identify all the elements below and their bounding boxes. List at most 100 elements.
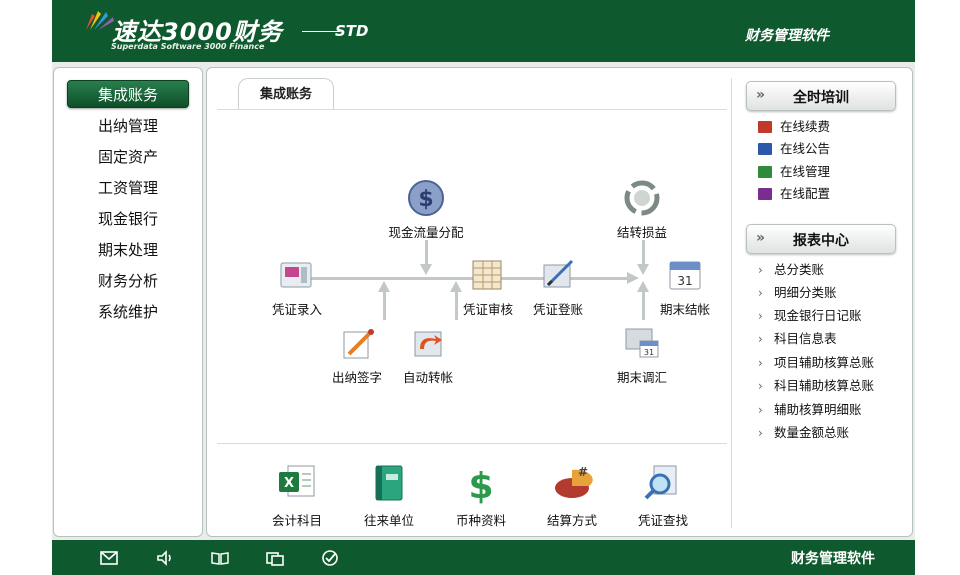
link-account-aux-ledger[interactable]: ›科目辅助核算总账 [758,376,874,396]
flow-main-line [303,277,633,280]
tool-settlement[interactable]: # 结算方式 [532,460,612,529]
sidebar-item-cashier[interactable]: 出纳管理 [97,117,158,135]
pie-chart-icon: # [555,465,593,498]
double-chevron-icon: » [756,87,766,103]
period-close-label: 期末结帐 [659,302,710,317]
tool-voucher-search[interactable]: 凭证查找 [623,460,703,529]
cashier-sign-node[interactable]: 出纳签字 [312,321,402,386]
voucher-entry-icon [280,262,312,288]
app-footer: 财务管理软件 [52,540,915,575]
edition-label: STD [335,22,369,40]
sidebar: 集成账务 出纳管理 固定资产 工资管理 现金银行 期末处理 财务分析 系统维护 [53,67,203,537]
flow-line-carry [642,240,645,268]
link-aux-detail-ledger[interactable]: ›辅助核算明细账 [758,400,862,420]
sidebar-item-period-end[interactable]: 期末处理 [97,241,158,259]
sidebar-item-financial-analysis[interactable]: 财务分析 [97,272,158,290]
app-subtitle: Superdata Software 3000 Finance [111,42,265,51]
tool-label: 往来单位 [363,513,414,528]
svg-text:#: # [578,465,588,479]
voucher-audit-label: 凭证审核 [462,302,513,317]
link-project-aux-ledger[interactable]: ›项目辅助核算总账 [758,353,874,373]
carry-profit-label: 结转损益 [616,225,667,240]
tab-integrated-accounts[interactable]: 集成账务 [238,78,334,110]
tab-underline [217,109,727,110]
dollar-coin-icon: $ [408,180,444,216]
link-subsidiary-ledger[interactable]: ›明细分类账 [758,283,837,303]
tool-contacts[interactable]: 往来单位 [349,460,429,529]
pencil-document-icon [343,329,374,359]
sidebar-item-fixed-assets[interactable]: 固定资产 [97,148,158,166]
chevron-right-icon: › [758,379,763,393]
svg-text:X: X [284,476,294,491]
flow-arrow-sign [378,281,390,292]
link-online-notice[interactable]: 在线公告 [758,139,830,159]
tool-label: 币种资料 [455,513,506,528]
voucher-posting-node[interactable]: 凭证登账 [513,253,603,318]
link-general-ledger[interactable]: ›总分类账 [758,260,824,280]
chevron-right-icon: › [758,403,763,417]
tool-label: 会计科目 [271,513,322,528]
chevron-right-icon: › [758,332,763,346]
check-circle-icon[interactable] [320,549,340,567]
chevron-right-icon: › [758,286,763,300]
period-adjust-label: 期末调汇 [616,370,667,385]
window-icon[interactable] [265,549,285,567]
auto-transfer-node[interactable]: 自动转帐 [383,321,473,386]
link-online-management[interactable]: 在线管理 [758,162,830,182]
flow-arrow-carry [637,264,649,275]
svg-text:31: 31 [644,348,654,357]
transfer-arrow-icon [414,331,442,357]
training-section-button[interactable]: » 全时培训 [746,81,896,111]
sidebar-item-cash-bank[interactable]: 现金银行 [97,210,158,228]
flow-line-transfer [455,290,458,320]
app-header: 速达3000财务 Superdata Software 3000 Finance… [52,0,915,62]
recycle-arrows-icon [624,180,660,216]
right-divider [731,78,732,528]
tools-divider [217,443,727,444]
voucher-entry-label: 凭证录入 [271,302,322,317]
link-quantity-amount-ledger[interactable]: ›数量金额总账 [758,423,849,443]
reports-title: 报表中心 [793,233,849,249]
reports-section-button[interactable]: » 报表中心 [746,224,896,254]
tool-currency[interactable]: $ 币种资料 [441,460,521,529]
title-dash [302,31,340,32]
link-account-info[interactable]: ›科目信息表 [758,329,837,349]
sidebar-item-system-maintenance[interactable]: 系统维护 [97,303,158,321]
calendar-icon: 31 [669,261,701,290]
calendar-monitor-icon: 31 [625,328,659,358]
book-icon [758,121,772,133]
sidebar-item-payroll[interactable]: 工资管理 [97,179,158,197]
period-closing-node[interactable]: 31 期末结帐 [640,253,730,318]
book-icon [758,188,772,200]
auto-transfer-label: 自动转帐 [402,370,453,385]
period-adjustment-node[interactable]: 31 期末调汇 [597,321,687,386]
book-icon [758,166,772,178]
flow-line-adjust [642,290,645,320]
flow-arrow-close [627,272,639,284]
cash-flow-label: 现金流量分配 [388,225,464,240]
flow-arrow-adjust [637,281,649,292]
sidebar-item-integrated-accounts[interactable]: 集成账务 [67,80,189,108]
carry-forward-profit-node[interactable]: 结转损益 [597,176,687,241]
footer-product-label: 财务管理软件 [791,551,875,567]
binder-icon [375,465,403,501]
book-icon[interactable] [210,549,230,567]
speaker-icon[interactable] [155,549,175,567]
spreadsheet-icon [472,260,502,290]
voucher-entry-node[interactable]: 凭证录入 [252,253,342,318]
mail-icon[interactable] [99,549,119,567]
link-cash-bank-journal[interactable]: ›现金银行日记账 [758,306,862,326]
header-product-label: 财务管理软件 [745,28,829,44]
magnifier-icon [644,465,677,500]
voucher-audit-node[interactable]: 凭证审核 [443,253,533,318]
link-online-config[interactable]: 在线配置 [758,184,830,204]
logo-fan-icon [86,11,114,30]
excel-sheet-icon: X [279,465,315,497]
double-chevron-icon: » [756,230,766,246]
link-online-renewal[interactable]: 在线续费 [758,117,830,137]
app-shell: 速达3000财务 Superdata Software 3000 Finance… [52,0,915,575]
tool-chart-of-accounts[interactable]: X 会计科目 [257,460,337,529]
cash-flow-allocation-node[interactable]: $ 现金流量分配 [381,176,471,241]
voucher-post-label: 凭证登账 [532,302,583,317]
flow-arrow-cashflow [420,264,432,275]
